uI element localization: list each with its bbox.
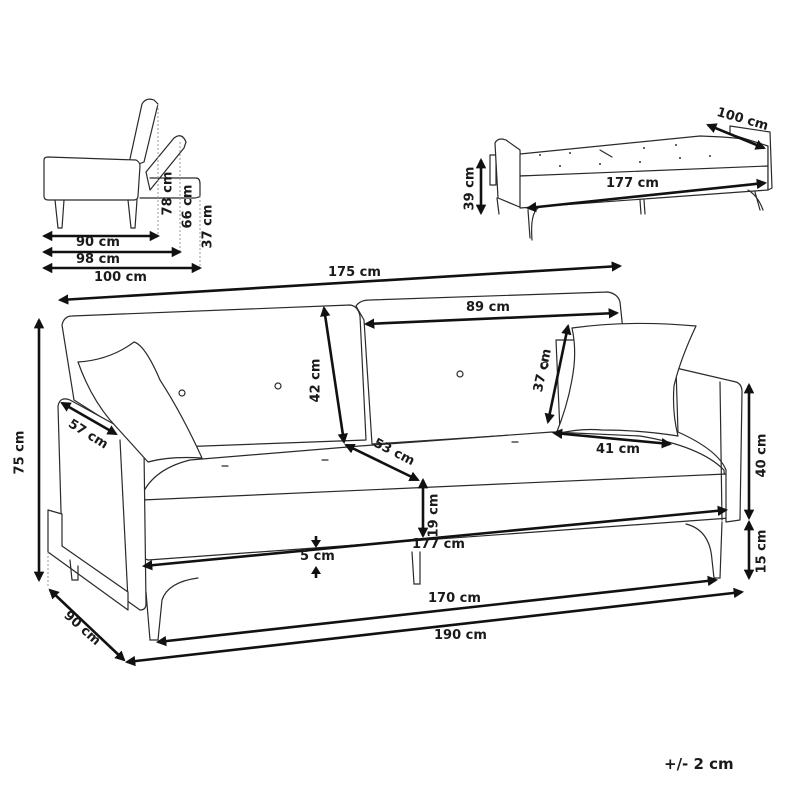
tolerance-note: +/- 2 cm (664, 755, 734, 773)
seat-width-label: 177 cm (412, 537, 465, 552)
total-width-label: 190 cm (434, 628, 487, 643)
leg-span-label: 170 cm (428, 591, 481, 606)
bed-view-drawing (475, 123, 773, 241)
side-height-66-label: 66 cm (180, 184, 196, 229)
overall-back-width-label: 175 cm (328, 265, 381, 280)
bed-width-label: 177 cm (606, 176, 659, 191)
side-depth-100-label: 100 cm (94, 270, 147, 285)
pillow-width-label: 41 cm (596, 442, 640, 457)
side-view-drawing (41, 98, 203, 274)
armrest-height-label: 40 cm (754, 433, 770, 478)
seat-thickness-label: 19 cm (426, 493, 442, 538)
leg-height-label: 15 cm (754, 529, 770, 574)
backrest-height-label: 42 cm (308, 358, 324, 403)
side-depth-98-label: 98 cm (76, 252, 120, 267)
bed-height-label: 39 cm (462, 166, 478, 211)
side-height-78-label: 78 cm (160, 171, 176, 216)
main-sofa-drawing (33, 261, 755, 667)
side-depth-90-label: 90 cm (76, 235, 120, 250)
side-height-37-label: 37 cm (200, 204, 216, 249)
backrest-cushion-width-label: 89 cm (466, 300, 510, 315)
total-height-label: 75 cm (12, 430, 28, 475)
frame-thickness-label: 5 cm (300, 549, 335, 564)
